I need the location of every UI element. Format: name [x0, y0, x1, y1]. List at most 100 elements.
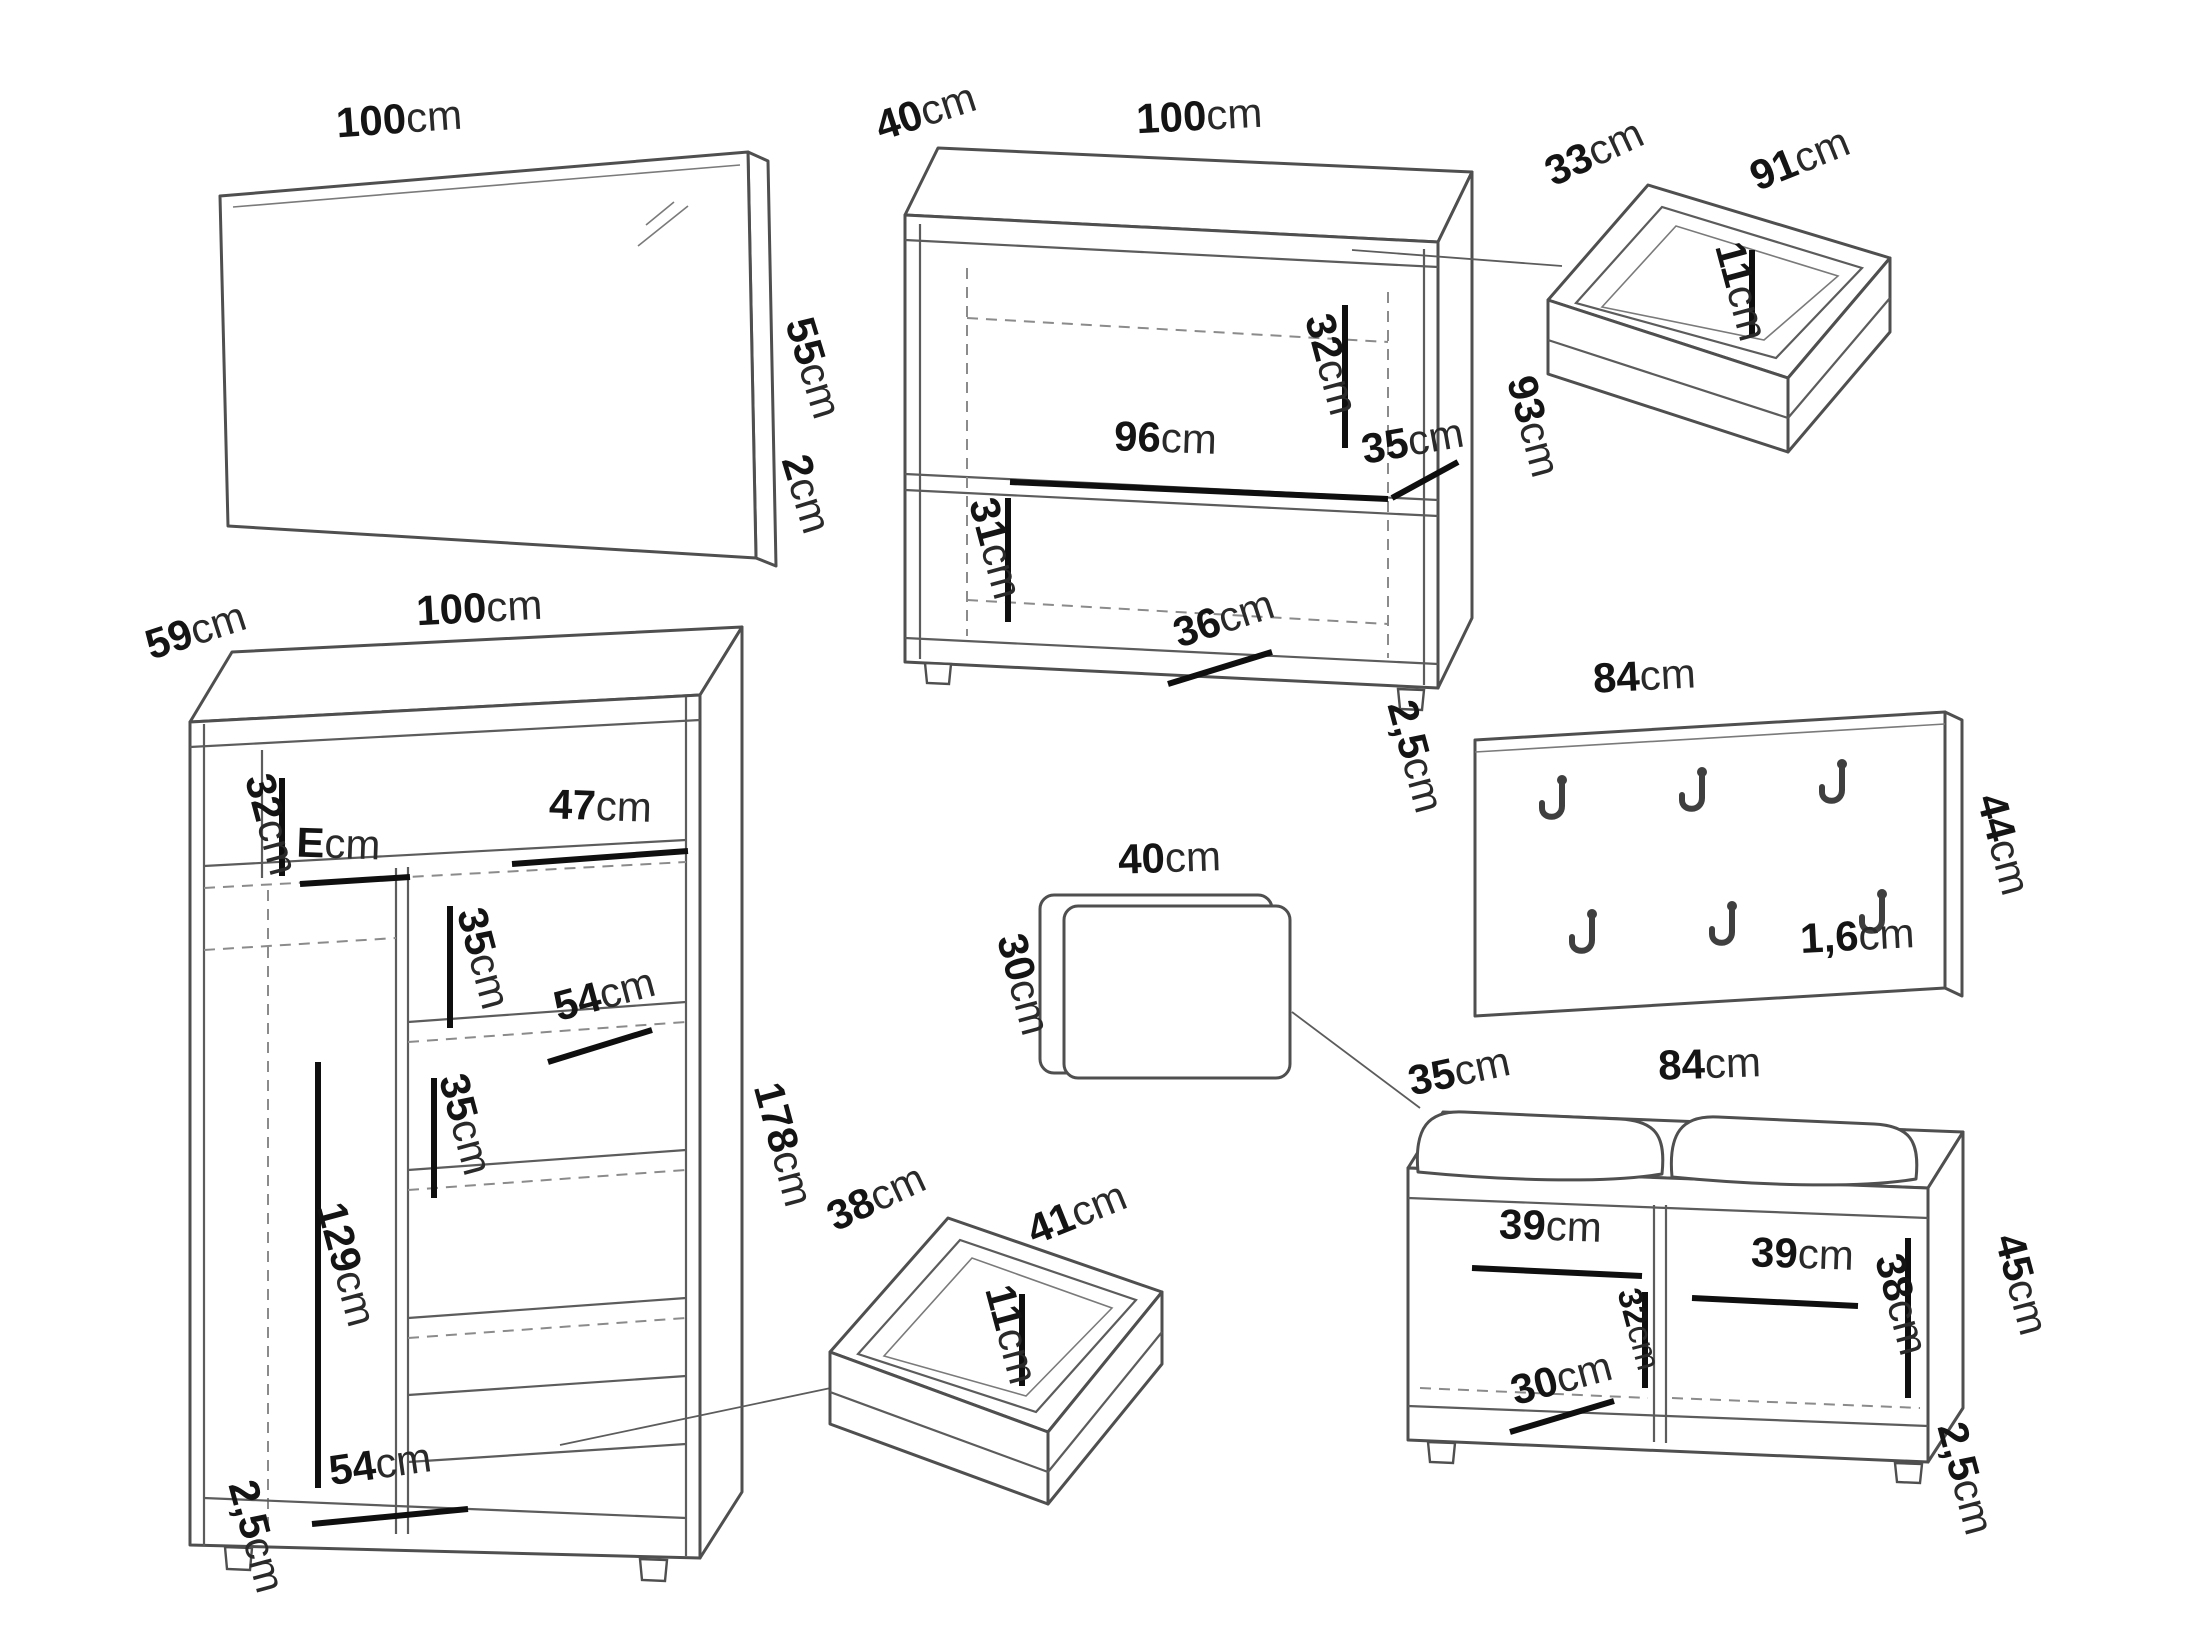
- wardrobe-drawing-part: [189, 718, 701, 749]
- drawer-small-drawing-part: [856, 1238, 1138, 1414]
- sideboard-inner-width-label-part: 96: [1113, 412, 1161, 461]
- wardrobe-drawing-part: [407, 1148, 687, 1172]
- mirror-width-label: 100cm: [334, 91, 463, 147]
- sideboard-drawing-part: [923, 661, 953, 686]
- bench-drawing-part: [1671, 1397, 1921, 1409]
- drawer-small-drawing-part: [829, 1390, 1049, 1474]
- wardrobe-drawing-part: [203, 861, 687, 889]
- wardrobe-top-shelf-label-part: cm: [324, 820, 382, 869]
- bench-inner-height-label: 38cm: [1866, 1249, 1938, 1360]
- wardrobe-width-label-part: 100: [415, 584, 487, 635]
- drawer-large-drawing-part: [1786, 256, 1892, 454]
- pouf-drawing: 40cm 30cm: [988, 832, 1421, 1109]
- coat-panel-drawing: 84cm 44cm 1,6cm: [1473, 649, 2040, 1018]
- wardrobe-width-label: 100cm: [415, 581, 543, 635]
- bench-width-label-part: 84: [1657, 1040, 1706, 1089]
- drawer-large-pointer-line: [1351, 249, 1563, 267]
- wardrobe-drawing-part: [407, 1169, 687, 1191]
- pouf-drawing-part: [1062, 904, 1292, 1080]
- bench-width-label-part: cm: [1704, 1038, 1762, 1087]
- wardrobe-bottom-width-label-part: cm: [372, 1433, 434, 1487]
- bench-drawing: 35cm 84cm 39cm 39cm 32cm 38cm 30cm 45cm …: [1404, 1037, 2058, 1539]
- wardrobe-drawing-part: [203, 1496, 687, 1520]
- wardrobe-bottom-width-label-part: 54: [326, 1441, 379, 1494]
- bench-left-inner-label-part: cm: [1545, 1202, 1603, 1251]
- sideboard-inner-depth-label-part: 35: [1358, 418, 1412, 472]
- coat-hook-part: [1859, 893, 1885, 934]
- coat-panel-width-label-part: 84: [1592, 652, 1642, 701]
- bench-right-inner-label: 39cm: [1750, 1228, 1854, 1279]
- coat-hook: [1539, 775, 1567, 820]
- bench-right-inner-label-part: cm: [1797, 1230, 1855, 1279]
- drawer-large-drawing-part: [1787, 297, 1891, 419]
- bench-divider-height-label: 32cm: [1610, 1284, 1668, 1374]
- coat-hook-part: [1709, 905, 1735, 946]
- wardrobe-drawing-part: [311, 1506, 469, 1527]
- wardrobe-drawing-part: [407, 1317, 687, 1339]
- sideboard-drawing-part: [966, 317, 1389, 343]
- sideboard-drawing-part: [904, 636, 1439, 666]
- wardrobe-drawing-part: [223, 1545, 254, 1572]
- coat-hook: [1859, 889, 1887, 934]
- coat-panel-thickness-label-part: 1,6: [1799, 912, 1860, 962]
- sideboard-height-label: 93cm: [1498, 371, 1570, 482]
- wardrobe-drawing-part: [299, 874, 411, 887]
- coat-hook: [1679, 767, 1707, 812]
- drawer-small-drawing-part: [1046, 1290, 1164, 1506]
- sideboard-drawing-part: [966, 599, 1389, 625]
- mirror-drawing: 100cm 55cm 2cm: [218, 91, 851, 568]
- coat-panel-drawing-part: [1943, 710, 1964, 998]
- drawer-large-drawing: 33cm 91cm 11cm: [1537, 109, 1892, 454]
- coat-hook-part: [1679, 771, 1705, 812]
- mirror-drawing-part: [232, 164, 741, 208]
- bench-drawing-part: [1407, 1196, 1929, 1220]
- pouf-pointer-line: [1291, 1011, 1421, 1109]
- wardrobe-shelf-width-label: 47cm: [548, 780, 652, 831]
- bench-drawing-part: [1893, 1461, 1924, 1485]
- sideboard-drawing-part: [903, 213, 1440, 690]
- bench-left-inner-label: 39cm: [1498, 1200, 1602, 1251]
- sideboard-drawing-part: [1390, 459, 1460, 501]
- sideboard-inner-width-label: 96cm: [1113, 412, 1217, 463]
- wardrobe-drawing-part: [698, 625, 744, 1560]
- wardrobe-drawing-part: [203, 937, 397, 951]
- bench-drawing-part: [1926, 1130, 1965, 1464]
- coat-panel-width-label: 84cm: [1592, 649, 1697, 701]
- sideboard-width-label: 100cm: [1135, 89, 1263, 143]
- coat-hook: [1709, 901, 1737, 946]
- coat-panel-drawing-part: [1474, 723, 1946, 753]
- drawer-large-drawing-part: [1573, 205, 1865, 360]
- drawer-small-drawing: 38cm 41cm 11cm: [819, 1154, 1164, 1506]
- pouf-width-label-part: 40: [1117, 834, 1165, 883]
- coat-panel-thickness-label: 1,6cm: [1799, 909, 1916, 962]
- bench-left-inner-label-part: 39: [1498, 1200, 1546, 1249]
- coat-hook-part: [1539, 779, 1565, 820]
- bench-depth-label-part: 35: [1404, 1049, 1459, 1105]
- wardrobe-drawing-part: [407, 1021, 687, 1043]
- bench-depth-label: 35cm: [1404, 1037, 1514, 1104]
- bench-drawing-part: [1426, 1440, 1457, 1465]
- wardrobe-shelf-width-label-part: cm: [595, 782, 653, 831]
- coat-panel-width-label-part: cm: [1638, 649, 1696, 699]
- bench-drawing-part: [1407, 1404, 1929, 1428]
- bench-depth-label-part: cm: [1450, 1037, 1515, 1095]
- coat-panel-thickness-label-part: cm: [1857, 909, 1915, 959]
- sideboard-inner-depth-label-part: cm: [1404, 409, 1467, 465]
- sideboard-width-label-part: 100: [1135, 92, 1207, 143]
- sideboard-inner-depth-label: 35cm: [1358, 409, 1467, 473]
- wardrobe-drawing-part: [407, 1000, 687, 1024]
- coat-panel-drawing-part: [1473, 710, 1947, 1018]
- coat-hook-part: [1819, 763, 1845, 804]
- bench-width-label: 84cm: [1657, 1038, 1761, 1089]
- coat-hook: [1569, 909, 1597, 954]
- coat-hook-part: [1569, 913, 1595, 954]
- bench-drawing-part: [1406, 1166, 1930, 1464]
- wardrobe-drawing-part: [407, 1442, 687, 1464]
- coat-panel-height-label: 44cm: [1968, 789, 2040, 900]
- wardrobe-shelf-width-label-part: 47: [548, 780, 596, 829]
- sideboard-drawing: 40cm 100cm 32cm 96cm 35cm 93cm 31cm 36cm…: [869, 73, 1570, 818]
- sideboard-inner-width-label-part: cm: [1160, 414, 1218, 463]
- sideboard-drawing-part: [1167, 649, 1273, 687]
